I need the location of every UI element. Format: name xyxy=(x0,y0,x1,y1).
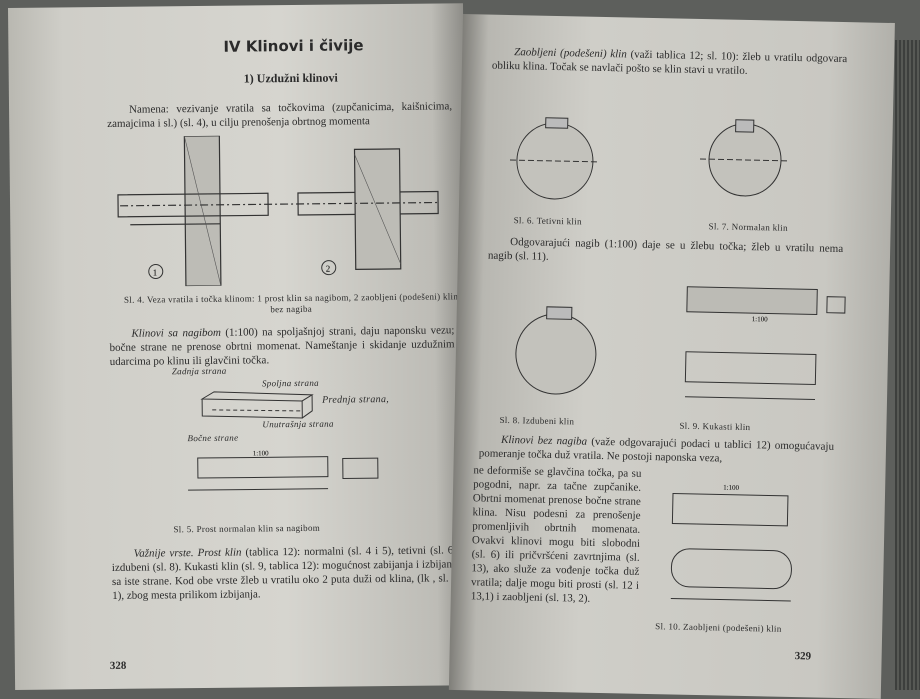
page-number-left: 328 xyxy=(109,659,127,672)
figure-5-caption: Sl. 5. Prost normalan klin sa nagibom xyxy=(173,522,321,535)
figure-10-rounded-key: 1:100 xyxy=(670,484,792,602)
chapter-title: IV Klinovi i čivije xyxy=(223,36,364,56)
label-side-faces: Bočne strane xyxy=(187,432,239,444)
figure-9-slope: 1:100 xyxy=(752,315,769,323)
page-number-right: 329 xyxy=(794,650,812,663)
key-types-term: Važnije vrste. Prost klin xyxy=(133,546,242,560)
left-page: IV Klinovi i čivije 1) Uzdužni klinovi N… xyxy=(8,3,471,690)
label-outer-face: Spoljna strana xyxy=(261,377,319,389)
wedge-keys-term: Klinovi sa nagibom xyxy=(131,326,221,340)
keys-without-slope-head: Klinovi bez nagiba (važe odgovarajući po… xyxy=(479,432,835,467)
figures-8-9-keys: 1:100 xyxy=(515,286,846,400)
figures-6-7-keys-in-shaft xyxy=(509,117,791,200)
right-page: Zaobljeni (podešeni) klin (važi tablica … xyxy=(448,14,895,699)
keys-without-slope-term: Klinovi bez nagiba xyxy=(500,433,588,448)
book-page-edges xyxy=(895,40,920,690)
figure-5-slope: 1:100 xyxy=(253,449,270,457)
key-types-paragraph: Važnije vrste. Prost klin (tablica 12): … xyxy=(112,543,461,603)
figure-8-caption: Sl. 8. Izdubeni klin xyxy=(499,414,575,427)
keys-without-slope-body: ne deformiše se glavčina točka, pa su po… xyxy=(470,464,642,605)
rounded-key-intro: Zaobljeni (podešeni) klin (važi tablica … xyxy=(492,45,848,80)
figure-6-caption: Sl. 6. Tetivni klin xyxy=(513,215,582,227)
label-front-face: Prednja strana, xyxy=(322,394,390,406)
key-faces-diagram xyxy=(200,391,314,419)
rounded-key-term: Zaobljeni (podešeni) klin xyxy=(514,46,627,61)
figure-7-caption: Sl. 7. Normalan klin xyxy=(708,221,788,233)
section-title: 1) Uzdužni klinovi xyxy=(243,70,338,86)
figure-10-slope: 1:100 xyxy=(723,484,740,492)
wedge-keys-paragraph: Klinovi sa nagibom (1:100) na spoljašnjo… xyxy=(109,323,455,369)
slope-paragraph: Odgovarajući nagib (1:100) daje se u žle… xyxy=(487,236,844,263)
figure-10-caption: Sl. 10. Zaobljeni (podešeni) klin xyxy=(655,621,782,634)
figure-4-shaft-hub: 1 2 xyxy=(117,135,441,287)
intro-paragraph: Namena: vezivanje vratila sa točkovima (… xyxy=(107,100,453,130)
label-inner-face: Unutrašnja strana xyxy=(262,418,334,430)
figure-9-caption: Sl. 9. Kukasti klin xyxy=(679,420,751,433)
figure-4-label-2: 2 xyxy=(326,264,331,274)
figure-4-label-1: 1 xyxy=(153,267,158,277)
figure-5-plain-key: 1:100 xyxy=(188,449,379,491)
figure-4-caption: Sl. 4. Veza vratila i točka klinom: 1 pr… xyxy=(123,291,459,315)
label-back-face: Zadnja strana xyxy=(171,365,227,377)
